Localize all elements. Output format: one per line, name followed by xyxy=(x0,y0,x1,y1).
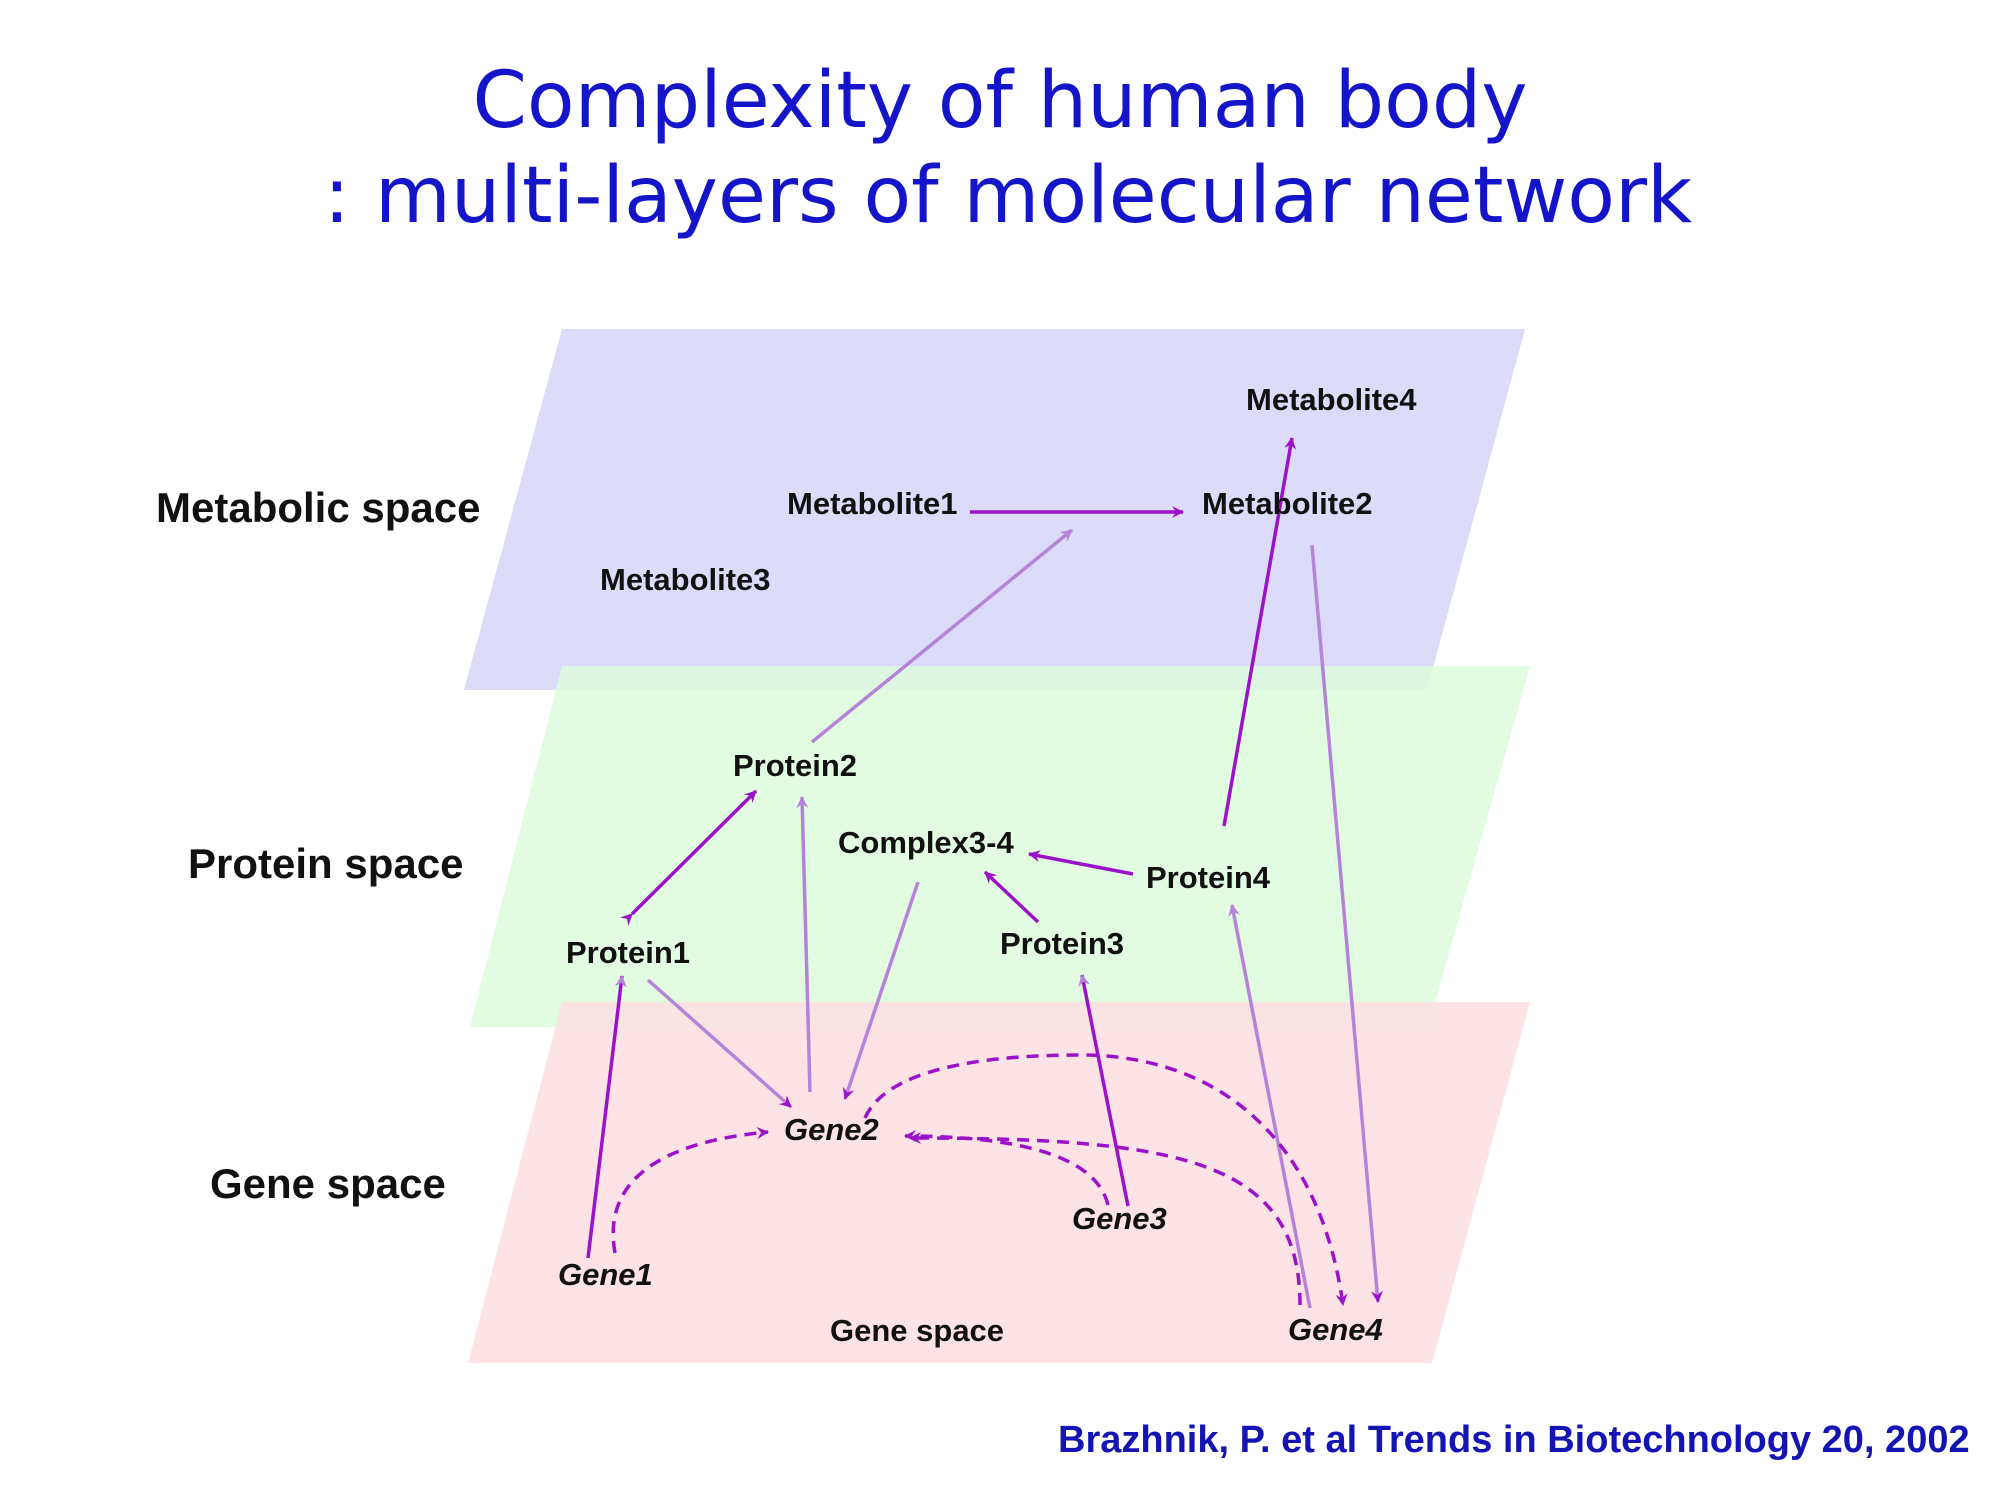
node-metabolite2: Metabolite2 xyxy=(1202,486,1373,521)
edge-gene3-protein3 xyxy=(1078,974,1130,1207)
edge-protein2-metabolite1 xyxy=(810,528,1074,744)
node-gene3: Gene3 xyxy=(1072,1201,1167,1236)
edge-protein1-protein2 xyxy=(619,789,758,927)
edge-gene1-protein1 xyxy=(586,975,627,1259)
edge-protein3-complex34 xyxy=(983,870,1040,924)
label-metabolic-space: Metabolic space xyxy=(156,484,481,531)
node-metabolite3: Metabolite3 xyxy=(600,562,771,597)
edge-gene4-protein4 xyxy=(1228,904,1312,1309)
edge-gene2-protein2 xyxy=(796,796,812,1093)
metabolic-plane xyxy=(464,329,1525,690)
edge-protein1-gene2 xyxy=(646,978,793,1109)
node-gene4: Gene4 xyxy=(1288,1312,1383,1347)
citation: Brazhnik, P. et al Trends in Biotechnolo… xyxy=(1058,1419,1970,1461)
edge-gene2-gene4-dashed xyxy=(863,1053,1348,1306)
node-metabolite1: Metabolite1 xyxy=(787,486,958,521)
title-line-2: : multi-layers of molecular network xyxy=(323,151,1693,241)
label-protein-space: Protein space xyxy=(188,840,464,887)
node-metabolite4: Metabolite4 xyxy=(1246,382,1417,417)
edge-protein4-metabolite4 xyxy=(1222,437,1297,827)
gene-plane xyxy=(468,1002,1530,1363)
edge-protein4-complex34 xyxy=(1028,850,1134,876)
node-protein4: Protein4 xyxy=(1146,860,1271,895)
node-gene1: Gene1 xyxy=(558,1257,653,1292)
node-protein1: Protein1 xyxy=(566,935,691,970)
title-line-1: Complexity of human body xyxy=(472,56,1528,146)
node-complex34: Complex3-4 xyxy=(838,825,1014,860)
label-gene-space-inner: Gene space xyxy=(830,1313,1005,1348)
edge-metabolite2-gene4 xyxy=(1310,544,1384,1303)
edge-gene1-gene2-dashed xyxy=(611,1127,769,1254)
node-gene2: Gene2 xyxy=(784,1112,879,1147)
protein-plane xyxy=(470,666,1530,1027)
node-protein3: Protein3 xyxy=(1000,926,1125,961)
node-protein2: Protein2 xyxy=(733,748,858,783)
edge-complex34-gene2 xyxy=(842,881,920,1100)
label-gene-space: Gene space xyxy=(210,1160,446,1207)
